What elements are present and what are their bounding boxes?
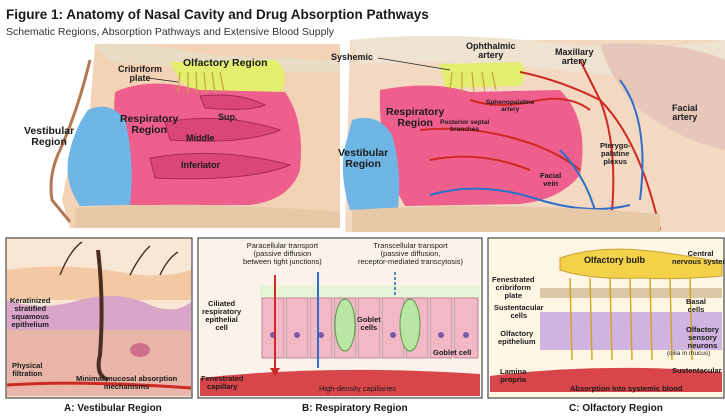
right-head-diagram (343, 36, 725, 232)
panel-b-paracellular-label: Paracellular transport(passive diffusion… (243, 242, 322, 266)
panel-b-transcellular-label: Transcellular transport(passive diffusio… (358, 242, 463, 266)
panel-a-caption: A: Vestibular Region (64, 403, 162, 414)
left-sup-label: Sup. (218, 113, 238, 122)
left-inferiator-label: Inferiator (181, 161, 220, 170)
panel-a-gland (130, 343, 150, 357)
right-syshemic-label: Syshemic (331, 53, 373, 62)
left-olfactory-label: Olfactory Region (183, 58, 268, 69)
panel-b-high-density-label: High-density capillaries (319, 385, 396, 393)
panel-c-olfactory-bulb-label: Olfactory bulb (584, 256, 645, 265)
panel-b-goblet-cell-label: Goblet cell (433, 349, 471, 357)
panel-b-goblet-cell-2 (400, 299, 420, 351)
panel-c-absorption-label: Absorption into systemic blood (570, 385, 683, 393)
panel-c-caption: C: Olfactory Region (569, 403, 663, 414)
panel-c-sustentacular-label: Sustentacular (672, 367, 722, 375)
left-middle-label: Middle (186, 134, 215, 143)
panel-b-goblet-cell-1 (335, 299, 355, 351)
panel-c-cilia-label: (cilia in mucus) (667, 351, 710, 358)
panel-b-mucus (260, 285, 480, 299)
panel-b-caption: B: Respiratory Region (302, 403, 408, 414)
